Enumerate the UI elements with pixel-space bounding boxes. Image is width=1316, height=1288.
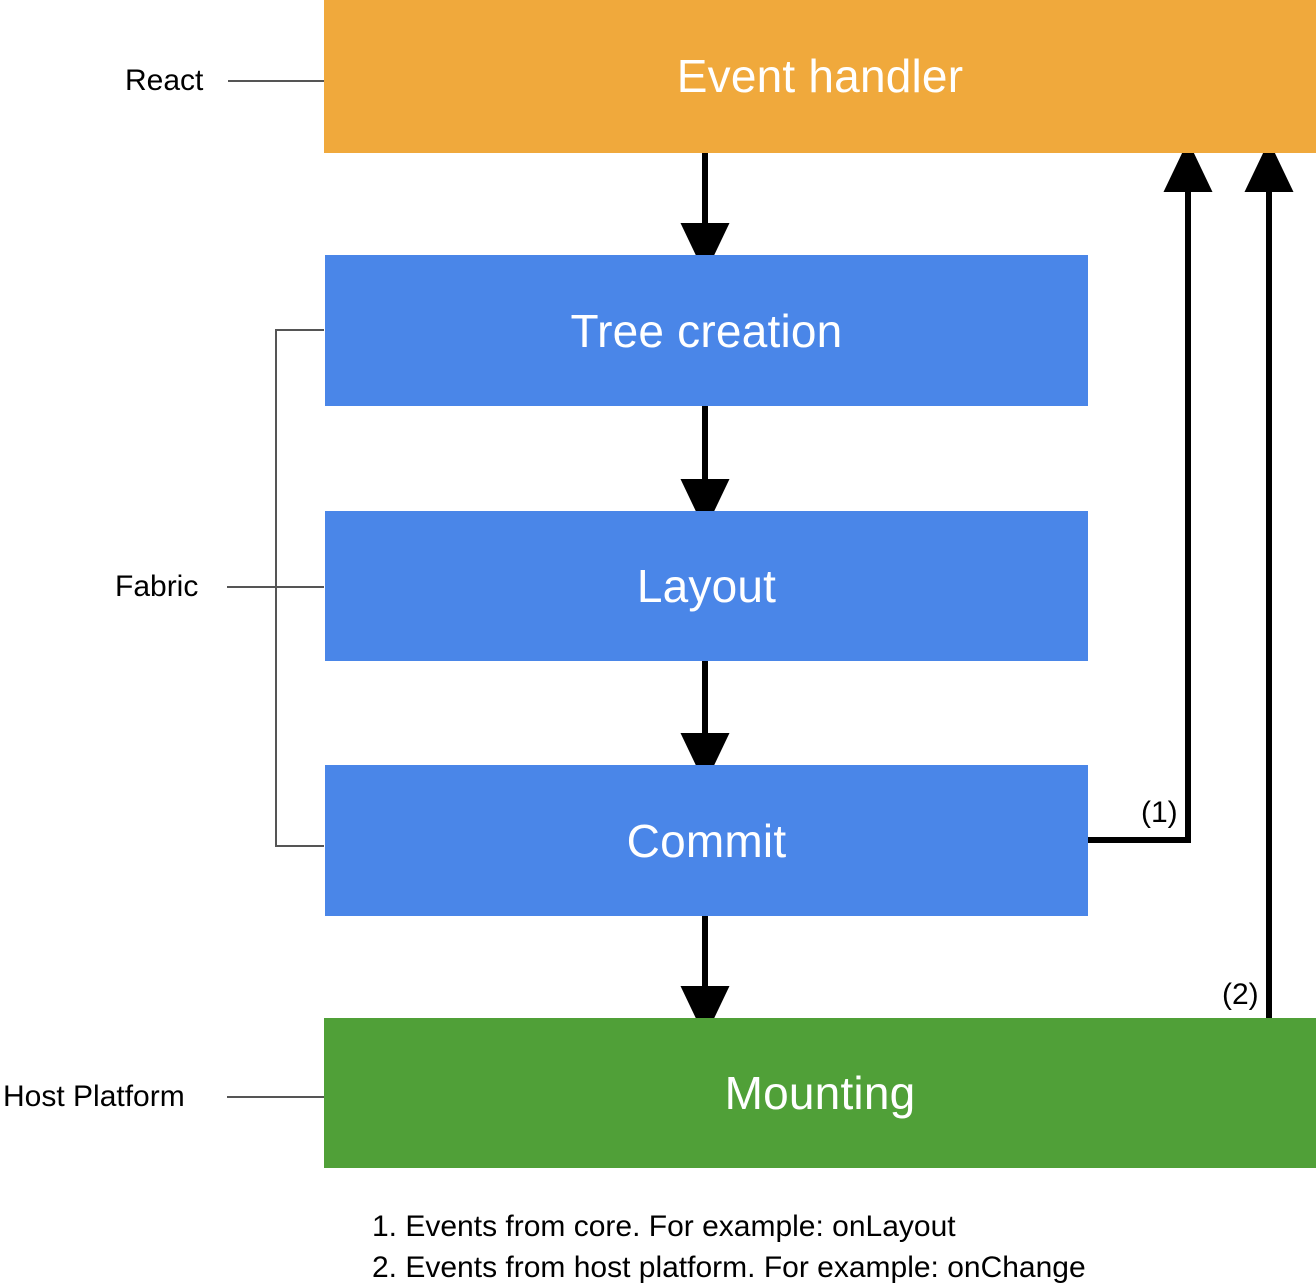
node-commit[interactable]: Commit — [325, 765, 1088, 916]
footnote-list: 1. Events from core. For example: onLayo… — [372, 1206, 1086, 1288]
group-label-host-platform: Host Platform — [3, 1080, 185, 1113]
callout-marker-2: (2) — [1222, 978, 1259, 1011]
fabric-bracket — [227, 329, 324, 847]
footnote-item-2: 2. Events from host platform. For exampl… — [372, 1251, 1086, 1284]
callout-marker-1: (1) — [1141, 796, 1178, 829]
group-label-react: React — [125, 64, 204, 97]
node-tree-creation[interactable]: Tree creation — [325, 255, 1088, 406]
arrow-commit-to-event-handler-callout-1 — [1088, 140, 1213, 843]
node-event-handler[interactable]: Event handler — [324, 0, 1316, 153]
node-layout[interactable]: Layout — [325, 511, 1088, 661]
node-mounting[interactable]: Mounting — [324, 1018, 1316, 1168]
footnote-item-1: 1. Events from core. For example: onLayo… — [372, 1210, 956, 1243]
group-label-fabric: Fabric — [115, 570, 199, 603]
